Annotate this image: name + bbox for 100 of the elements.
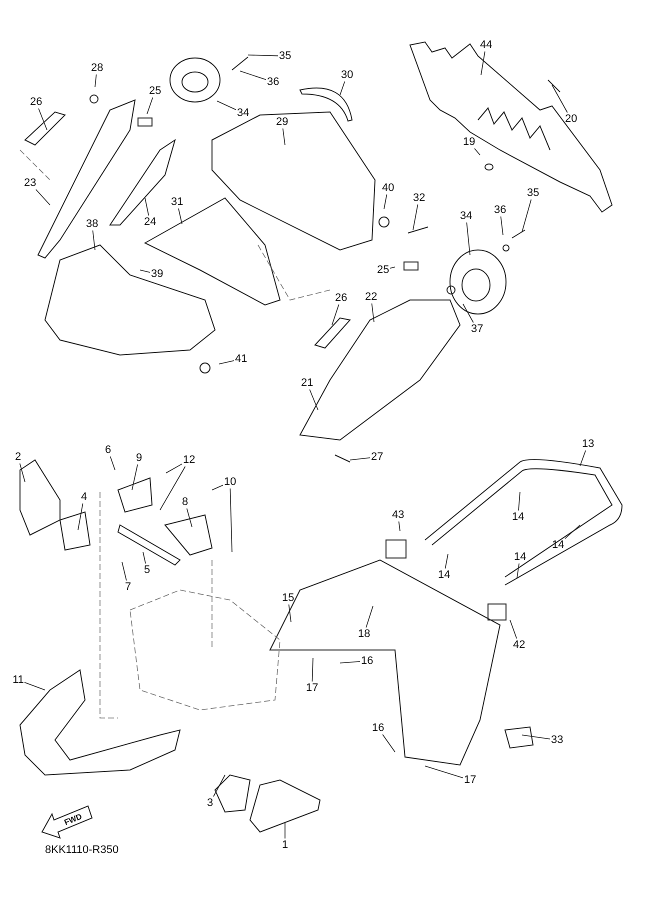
leader-line: [552, 84, 568, 113]
callout-number: 39: [151, 268, 164, 280]
callout-number: 42: [513, 638, 526, 652]
callout-number: 24: [144, 216, 156, 228]
callout-number: 14: [438, 568, 450, 582]
leader-line: [166, 464, 182, 474]
callout-number: 38: [86, 218, 98, 230]
callout-number: 34: [237, 106, 250, 120]
leader-line: [212, 484, 224, 490]
callout-number: 2: [15, 450, 22, 464]
callout-number: 19: [463, 136, 476, 148]
callout-number: 9: [136, 452, 142, 464]
callout-number: 29: [276, 116, 288, 128]
callout-number: 32: [413, 192, 426, 204]
leader-line: [384, 194, 388, 210]
leader-line: [371, 303, 374, 322]
leader-line: [142, 552, 146, 564]
callout-number: 25: [377, 264, 390, 276]
leader-line: [580, 450, 586, 466]
leader-line: [213, 774, 226, 797]
leader-line: [38, 108, 48, 130]
leader-line: [518, 492, 520, 511]
callout-number: 43: [392, 508, 404, 522]
callout-number: 40: [382, 182, 394, 194]
leader-line: [309, 389, 318, 410]
callout-number: 36: [494, 204, 506, 216]
leader-line: [564, 524, 580, 540]
callout-number: 12: [183, 454, 196, 466]
callout-number: 20: [565, 112, 578, 126]
callout-number: 5: [144, 564, 150, 576]
callout-number: 17: [306, 682, 318, 694]
leader-line: [218, 360, 234, 364]
leader-line: [398, 521, 400, 532]
callout-number: 31: [171, 196, 184, 208]
leader-line: [122, 562, 127, 581]
leader-line: [78, 503, 84, 530]
callout-number: 21: [301, 376, 314, 390]
callout-number: 36: [267, 76, 280, 88]
callout-number: 10: [224, 476, 236, 488]
leader-line: [390, 266, 396, 269]
leader-line: [462, 304, 474, 323]
leader-line: [312, 658, 314, 682]
callout-number: 34: [460, 210, 472, 222]
callout-number: 14: [514, 550, 526, 564]
leader-line: [510, 620, 518, 639]
callout-number: 35: [527, 186, 540, 200]
leader-line: [516, 563, 520, 578]
leader-line: [424, 766, 464, 778]
leader-line: [500, 216, 504, 236]
leader-line: [94, 74, 97, 88]
leader-line: [480, 51, 486, 76]
leader-line: [382, 734, 396, 752]
callout-number: 27: [371, 450, 384, 464]
leader-line: [146, 97, 154, 114]
leader-line: [284, 822, 286, 839]
callout-number: 3: [207, 796, 214, 810]
callout-number: 6: [105, 444, 112, 456]
leader-line: [240, 70, 266, 80]
leader-line: [282, 128, 286, 146]
leader-line: [466, 222, 470, 256]
leader-line: [522, 734, 550, 740]
leader-line: [412, 204, 418, 230]
callout-number: 33: [551, 734, 564, 746]
callout-number: 17: [464, 774, 476, 786]
callout-number: 41: [235, 352, 248, 366]
callout-number: 30: [341, 68, 354, 82]
leader-line: [248, 54, 278, 56]
leader-line: [332, 304, 340, 326]
leader-line: [92, 230, 96, 250]
leader-line: [340, 661, 360, 664]
leader-line: [340, 81, 346, 96]
leader-line: [216, 100, 236, 110]
callout-number: 26: [30, 96, 42, 108]
callout-number: 44: [480, 38, 492, 52]
leader-line: [186, 508, 192, 528]
leader-line: [444, 554, 448, 569]
leader-line: [140, 270, 150, 273]
callout-number: 16: [372, 722, 384, 734]
leader-line: [132, 464, 138, 490]
callout-number: 13: [582, 438, 594, 450]
diagram-code: 8KK1110-R350: [45, 844, 119, 857]
callout-number: 28: [91, 62, 104, 74]
callout-number: 1: [282, 838, 288, 852]
callout-number: 16: [361, 654, 374, 668]
callout-number: 8: [182, 496, 188, 508]
callout-number: 23: [24, 176, 36, 190]
leader-line: [350, 457, 370, 460]
leader-line: [24, 682, 46, 690]
leader-line: [36, 189, 50, 206]
callout-number: 7: [125, 580, 132, 594]
callout-number: 15: [282, 592, 294, 604]
leader-line: [19, 463, 26, 482]
callout-number: 14: [552, 538, 564, 552]
callout-number: 26: [335, 292, 348, 304]
callout-number: 14: [512, 510, 524, 524]
leader-line: [110, 456, 116, 470]
callout-number: 11: [12, 674, 24, 686]
callout-number: 25: [149, 84, 162, 98]
callout-number: 37: [471, 322, 484, 336]
direction-label: FWD: [62, 810, 84, 829]
